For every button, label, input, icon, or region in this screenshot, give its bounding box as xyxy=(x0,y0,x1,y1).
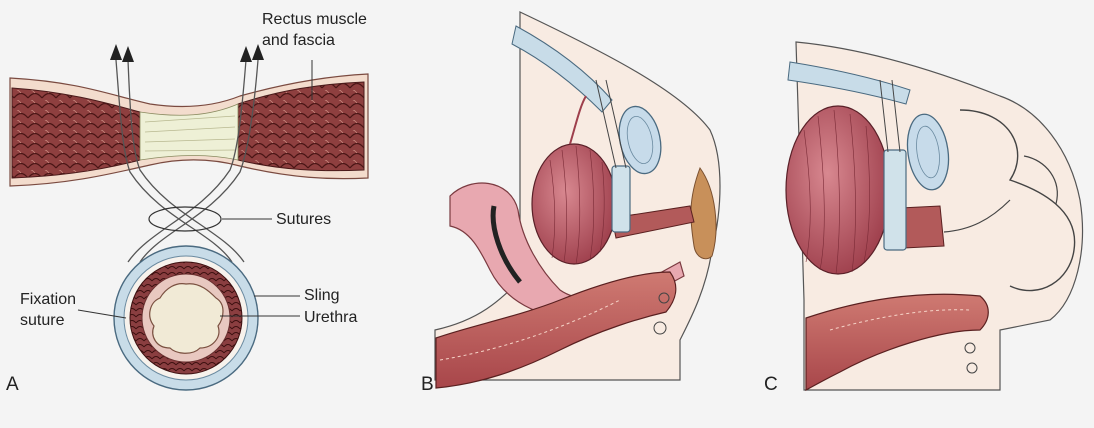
panel-c-drawing xyxy=(786,42,1082,390)
panel-b-bladder xyxy=(532,144,616,264)
label-sutures: Sutures xyxy=(276,210,331,229)
panel-b-sling xyxy=(612,166,630,232)
panel-letter-c: C xyxy=(764,374,778,396)
label-rectus-line2: and fascia xyxy=(262,31,335,50)
label-urethra: Urethra xyxy=(304,308,357,327)
panel-letter-b: B xyxy=(421,374,434,396)
label-fixation-line2: suture xyxy=(20,311,64,330)
label-sling: Sling xyxy=(304,286,340,305)
suture-arrowheads xyxy=(110,44,264,62)
panel-b-drawing xyxy=(435,12,720,388)
label-fixation-line1: Fixation xyxy=(20,290,76,309)
urethra-cross-section xyxy=(114,246,258,390)
sutures-ellipse xyxy=(149,207,221,231)
panel-c-sling xyxy=(884,150,906,250)
panel-letter-a: A xyxy=(6,374,19,396)
label-rectus-line1: Rectus muscle xyxy=(262,10,367,29)
